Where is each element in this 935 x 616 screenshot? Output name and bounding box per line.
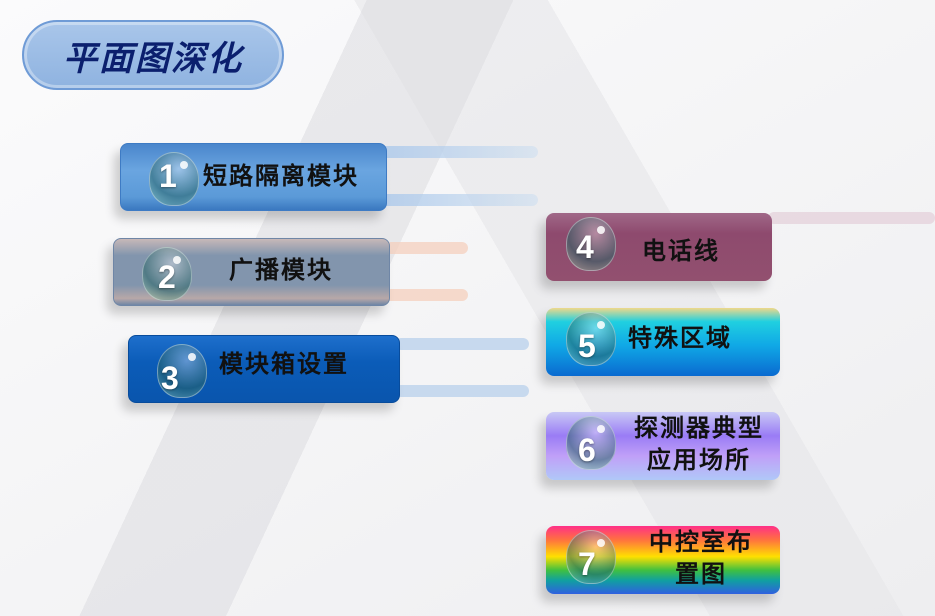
label-line-2: 置图	[675, 559, 727, 588]
label-line-1: 探测器典型	[634, 413, 764, 442]
item-label: 短路隔离模块	[203, 161, 359, 190]
streak	[768, 212, 935, 224]
page-title: 平面图深化	[22, 20, 284, 90]
streak	[380, 146, 538, 158]
streak	[385, 289, 468, 301]
item-number: 1	[159, 158, 177, 194]
label-line-1: 中控室布	[649, 527, 753, 556]
water-drop-icon	[142, 247, 192, 301]
water-drop-icon	[157, 344, 207, 398]
streak	[395, 338, 529, 350]
item-label: 中控室布置图	[636, 526, 766, 590]
streak	[380, 194, 538, 206]
item-number: 2	[158, 259, 176, 295]
item-label: 模块箱设置	[219, 349, 349, 378]
water-drop-icon	[566, 530, 616, 584]
item-4-button[interactable]: 4 电话线	[546, 213, 772, 281]
streak	[395, 385, 529, 397]
water-drop-icon	[149, 152, 199, 206]
item-3-button[interactable]: 3 模块箱设置	[128, 335, 400, 403]
item-2-button[interactable]: 2 广播模块	[113, 238, 390, 306]
water-drop-icon	[566, 416, 616, 470]
water-drop-icon	[566, 312, 616, 366]
item-7-button[interactable]: 7 中控室布置图	[546, 526, 780, 594]
item-label: 电话线	[642, 236, 720, 265]
water-drop-icon	[566, 217, 616, 271]
item-number: 7	[578, 546, 596, 582]
item-number: 6	[578, 432, 596, 468]
item-number: 5	[578, 328, 596, 364]
label-line-2: 应用场所	[647, 445, 751, 474]
item-label: 特殊区域	[628, 323, 732, 352]
item-number: 3	[161, 360, 179, 396]
streak	[385, 242, 468, 254]
item-label: 广播模块	[229, 255, 333, 284]
item-number: 4	[576, 229, 594, 265]
item-5-button[interactable]: 5 特殊区域	[546, 308, 780, 376]
item-1-button[interactable]: 1 短路隔离模块	[120, 143, 387, 211]
item-6-button[interactable]: 6 探测器典型应用场所	[546, 412, 780, 480]
item-label: 探测器典型应用场所	[624, 412, 774, 476]
